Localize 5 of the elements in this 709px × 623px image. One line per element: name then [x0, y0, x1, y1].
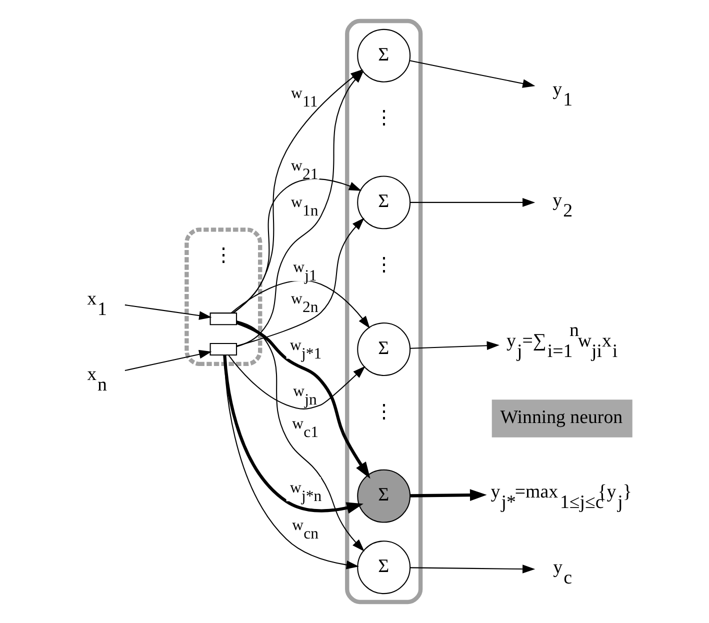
label: ⋮ [374, 108, 393, 130]
label: ⋮ [213, 246, 232, 267]
label: Winning neuron [500, 407, 622, 428]
label: ⋮ [374, 402, 393, 423]
label: ⋮ [374, 255, 393, 276]
